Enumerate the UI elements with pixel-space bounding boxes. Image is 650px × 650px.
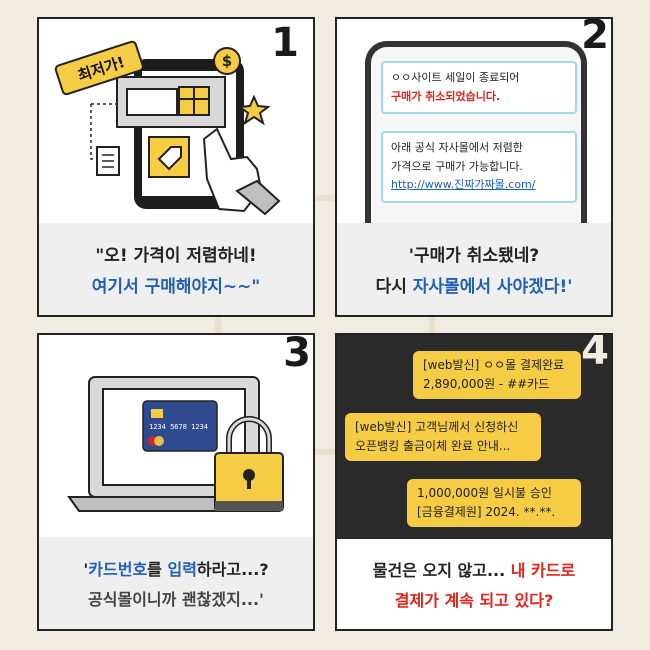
caption-line-2: 다시 자사몰에서 사야겠다!' — [376, 272, 573, 297]
sms-text: 2,890,000원 - ##카드 — [423, 377, 550, 392]
message-text: 아래 공식 자사몰에서 저렴한 — [391, 141, 523, 154]
sms-text: 1,000,000원 일시불 승인 — [417, 486, 552, 500]
caption-line-2: 여기서 구매해야지~~" — [92, 272, 260, 297]
message-bubble-1: ㅇㅇ사이트 세일이 종료되어 구매가 취소되었습니다. — [381, 61, 577, 115]
panel-caption: '카드번호를 입력하라고...? 공식몰이니까 괜찮겠지...' — [39, 537, 313, 629]
panel-2: ㅇㅇ사이트 세일이 종료되어 구매가 취소되었습니다. 아래 공식 자사몰에서 … — [335, 17, 613, 317]
caption-highlight: 여기서 구매해야지~~" — [91, 277, 261, 297]
caption-line-1: 물건은 오지 않고... 내 카드로 — [373, 557, 575, 581]
star-icon — [237, 94, 271, 126]
card-number: 1234 5678 1234 — [149, 423, 209, 431]
sms-bubble-2: [web발신] 고객님께서 신청하신 오픈뱅킹 출금이체 완료 안내... — [345, 413, 541, 462]
panel-1: $ 최저가! 1 "오! 가격이 저렴하네! 여기서 구매해야지~~" — [37, 17, 315, 317]
caption-text: 다시 — [375, 277, 413, 297]
caption-highlight: 입력 — [167, 560, 197, 579]
panel-caption: 물건은 오지 않고... 내 카드로 결제가 계속 되고 있다? — [337, 539, 611, 629]
watermark-emblem — [215, 195, 435, 455]
caption-text: 를 — [147, 560, 168, 579]
sms-text: [web발신] 고객님께서 신청하신 — [355, 420, 519, 434]
panel-4: [web발신] ㅇㅇ몰 결제완료 2,890,000원 - ##카드 [web발… — [335, 333, 613, 631]
sms-bubble-1: [web발신] ㅇㅇ몰 결제완료 2,890,000원 - ##카드 — [413, 351, 581, 400]
panel-number: 1 — [271, 20, 299, 66]
panel-caption: "오! 가격이 저렴하네! 여기서 구매해야지~~" — [39, 223, 313, 315]
message-text: ㅇㅇ사이트 세일이 종료되어 — [391, 71, 520, 84]
message-text: 가격으로 구매가 가능합니다. — [391, 159, 523, 173]
panel-3: 1234 5678 1234 3 '카드번호를 입력하라고...? 공식몰이니까… — [37, 333, 315, 631]
caption-highlight: 자사몰에서 사야겠다!' — [412, 277, 573, 297]
panel-number: 2 — [581, 17, 609, 58]
sms-bubble-3: 1,000,000원 일시불 승인 [금융결제원] 2024. **.**. — [407, 479, 581, 528]
caption-text: 하라고...? — [196, 560, 269, 579]
sms-text: [금융결제원] 2024. **.**. — [417, 505, 556, 520]
caption-text: ' — [83, 560, 89, 579]
laptop-card-illustration — [67, 376, 284, 512]
caption-text: 물건은 오지 않고... — [372, 561, 511, 580]
panel-number: 3 — [283, 333, 311, 376]
sms-text: [web발신] ㅇㅇ몰 결제완료 — [423, 358, 565, 372]
caption-line-2: 결제가 계속 되고 있다? — [394, 591, 554, 610]
dollar-coin-icon — [213, 47, 241, 75]
svg-text:$: $ — [222, 52, 232, 70]
sms-text: 오픈뱅킹 출금이체 완료 안내... — [355, 439, 511, 454]
panel-number: 4 — [581, 333, 609, 374]
caption-highlight: 내 카드로 — [510, 561, 576, 580]
caption-line-1: "오! 가격이 저렴하네! — [95, 246, 257, 266]
shopping-phone-illustration: $ — [54, 40, 281, 216]
message-bubble-2: 아래 공식 자사몰에서 저렴한 가격으로 구매가 가능합니다. http://w… — [381, 131, 577, 204]
price-tag-icon — [157, 146, 182, 171]
phishing-link[interactable]: http://www.진짜가짜몰.com/ — [391, 178, 536, 192]
caption-line-2: 공식몰이니까 괜찮겠지...' — [88, 590, 264, 609]
caption-highlight: 카드번호 — [88, 560, 148, 579]
caption-line-1: '카드번호를 입력하라고...? — [83, 556, 268, 580]
caption-line-1: '구매가 취소됐네? — [408, 246, 540, 266]
panel-caption: '구매가 취소됐네? 다시 자사몰에서 사야겠다!' — [337, 223, 611, 315]
message-highlight: 구매가 취소되었습니다. — [391, 89, 501, 103]
